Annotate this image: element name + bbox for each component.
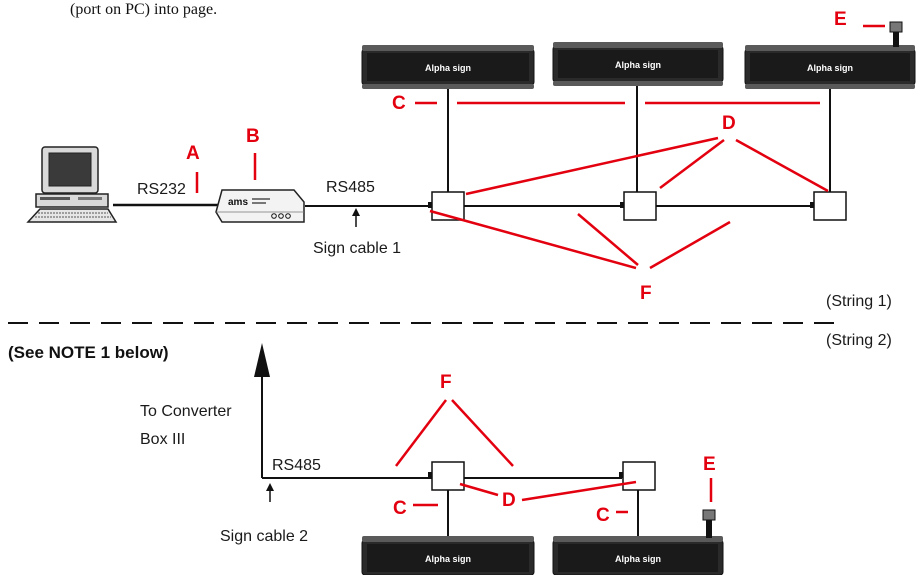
callout-d-line	[735, 138, 829, 193]
callout-e: E	[834, 9, 847, 30]
string-1-label: (String 1)	[826, 293, 892, 310]
callout-d-line	[459, 482, 499, 497]
callout-d-line	[521, 480, 637, 502]
junction-box	[622, 461, 656, 491]
callout-d-line	[465, 136, 719, 196]
sign-cable-1-label: Sign cable 1	[313, 240, 401, 257]
callout-d-line	[659, 139, 725, 189]
alpha-sign: Alpha sign	[552, 42, 724, 86]
callout-f-line	[649, 220, 731, 270]
terminator-plug-icon	[889, 21, 903, 47]
callout-f-line	[395, 399, 447, 467]
to-converter-label-line1: To Converter	[140, 403, 232, 420]
junction-box	[813, 191, 847, 221]
callout-f: F	[640, 283, 652, 304]
sign-label: Alpha sign	[807, 63, 853, 73]
converter-logo: ams	[228, 197, 248, 208]
callout-d: D	[502, 490, 516, 511]
sign-cable-2-label: Sign cable 2	[220, 528, 308, 545]
to-converter-arrowhead	[254, 343, 270, 377]
callout-c: C	[596, 505, 610, 526]
sign-label: Alpha sign	[615, 554, 661, 564]
rs232-label: RS232	[137, 181, 186, 198]
callout-d: D	[722, 113, 736, 134]
rs485-label-string-1: RS485	[326, 179, 375, 196]
sign-label: Alpha sign	[425, 554, 471, 564]
junction-box	[431, 461, 465, 491]
rs485-label-string-2: RS485	[272, 457, 321, 474]
alpha-sign: Alpha sign	[552, 536, 724, 575]
alpha-sign: Alpha sign	[361, 536, 535, 575]
see-note-label: (See NOTE 1 below)	[8, 343, 169, 362]
sign-label: Alpha sign	[425, 63, 471, 73]
callout-f-line	[577, 213, 639, 266]
sign-label: Alpha sign	[615, 60, 661, 70]
callout-a: A	[186, 143, 200, 164]
callout-e: E	[703, 454, 716, 475]
sign-cable-2-arrowhead	[266, 483, 274, 491]
callout-f-line	[451, 399, 514, 467]
junction-box	[623, 191, 657, 221]
callout-c: C	[392, 93, 406, 114]
converter-box: ams	[215, 189, 305, 223]
header-partial-text: (port on PC) into page.	[70, 1, 217, 18]
callout-f-line	[429, 209, 637, 270]
sign-cable-1-arrowhead	[352, 208, 360, 216]
alpha-sign: Alpha sign	[744, 45, 916, 89]
to-converter-label-line2: Box III	[140, 431, 185, 448]
computer-icon	[26, 146, 118, 223]
alpha-sign: Alpha sign	[361, 45, 535, 89]
callout-f: F	[440, 372, 452, 393]
callout-c: C	[393, 498, 407, 519]
callout-b: B	[246, 126, 260, 147]
terminator-plug-icon	[702, 509, 716, 538]
string-2-label: (String 2)	[826, 332, 892, 349]
